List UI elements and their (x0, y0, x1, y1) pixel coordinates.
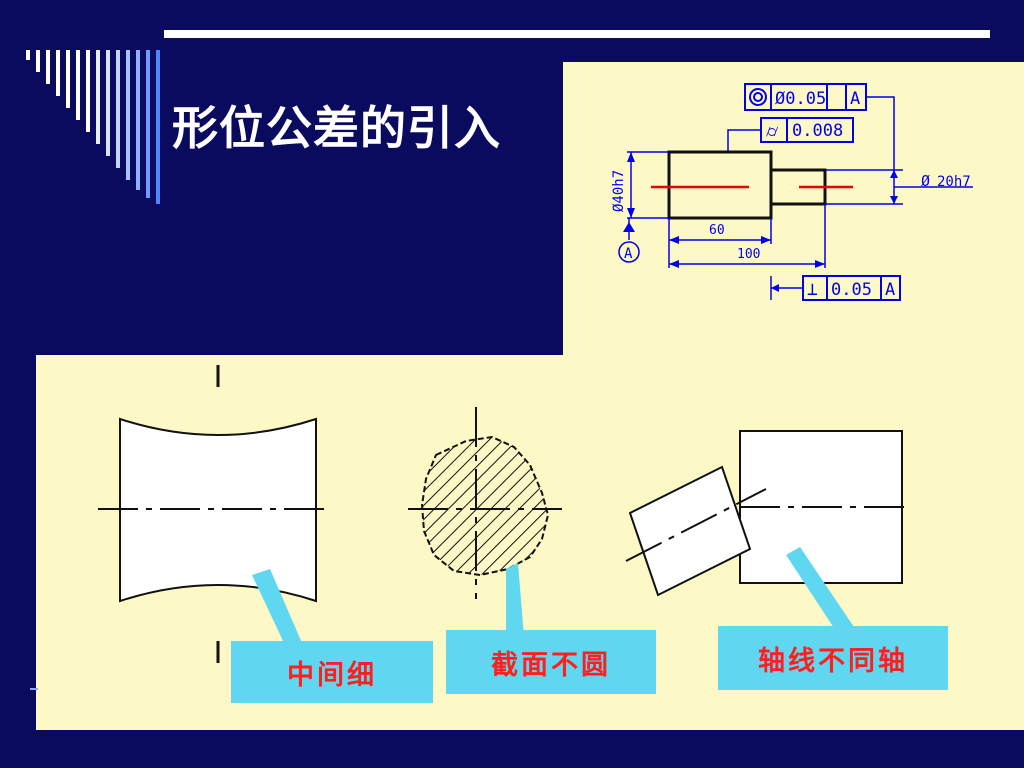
engineering-drawing-panel: Ø0.05 A ⌭ 0.008 Ø40h7 A (563, 62, 1024, 362)
dim-right-diameter-symbol: Ø (921, 172, 930, 190)
fcf-cylindricity: ⌭ 0.008 (760, 117, 854, 143)
examples-drawing (98, 365, 912, 663)
dim-right-diameter: 20h7 (937, 174, 971, 190)
fcf-perp-datum: A (885, 280, 895, 300)
shaft-drawing: Ø0.05 A ⌭ 0.008 Ø40h7 A (611, 83, 973, 301)
dim-left-diameter: Ø40h7 (611, 170, 627, 212)
fcf-perpendicularity: ⊥ 0.05 A (802, 275, 901, 301)
datum-a-label: A (624, 246, 633, 262)
label-non-coaxial: 轴线不同轴 (718, 626, 948, 690)
misaligned-axis-icon (625, 430, 912, 631)
slide-title: 形位公差的引入 (172, 101, 501, 155)
cylindricity-icon: ⌭ (766, 122, 779, 142)
fcf-top-value: Ø0.05 (775, 89, 826, 109)
irregular-section-icon (408, 407, 562, 637)
waisted-cylinder-icon (98, 365, 332, 663)
perpendicularity-icon: ⊥ (807, 279, 818, 300)
dim-length-60: 60 (709, 223, 725, 238)
label-out-of-round: 截面不圆 (446, 630, 656, 694)
fcf-perp-value: 0.05 (831, 280, 872, 300)
dim-length-100: 100 (737, 247, 760, 262)
fcf-top-datum: A (850, 89, 860, 109)
top-rule (164, 30, 990, 38)
slide-marker (30, 688, 38, 690)
label-waisted: 中间细 (231, 641, 433, 703)
fcf-concentricity: Ø0.05 A (744, 83, 867, 111)
fcf-cyl-value: 0.008 (792, 121, 843, 141)
